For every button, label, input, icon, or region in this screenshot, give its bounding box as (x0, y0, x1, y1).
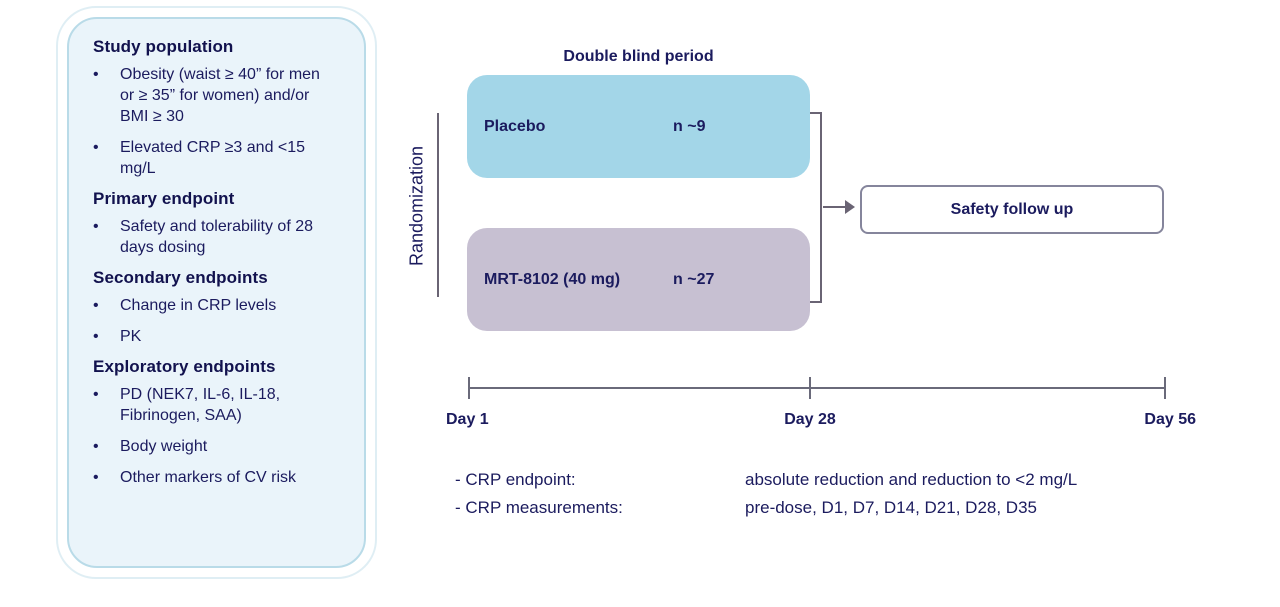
bullet-text: Elevated CRP ≥3 and <15 mg/L (120, 139, 306, 177)
placebo-arm-label: Placebo (484, 117, 546, 135)
safety-follow-up-box: Safety follow up (860, 185, 1164, 234)
double-blind-period-title: Double blind period (563, 48, 714, 65)
crp-endpoint-label: - CRP endpoint: (455, 470, 576, 489)
section-heading-exploratory-endpoints: Exploratory endpoints (93, 357, 276, 376)
timeline-tick-day28 (809, 377, 811, 399)
safety-follow-up-label: Safety follow up (950, 200, 1074, 218)
section-heading-secondary-endpoints: Secondary endpoints (93, 268, 268, 287)
arms-bracket (810, 112, 822, 303)
bullet-text: Obesity (waist ≥ 40” for men or ≥ 35” fo… (120, 66, 320, 125)
timeline-axis (468, 387, 1166, 389)
arrow-right-icon (845, 200, 855, 214)
crp-measurements-label: - CRP measurements: (455, 498, 623, 517)
crp-endpoint-value: absolute reduction and reduction to <2 m… (745, 470, 1078, 489)
bullet-text: Other markers of CV risk (120, 469, 297, 486)
mrt-8102-arm-n: n ~27 (673, 270, 715, 288)
bullet-text: PK (120, 328, 142, 345)
placebo-arm-n: n ~9 (673, 117, 706, 135)
bullet-text: Safety and tolerability of 28 days dosin… (120, 218, 314, 256)
timeline-tick-day1 (468, 377, 470, 399)
bullet-text: Body weight (120, 438, 208, 455)
randomization-label: Randomization (406, 145, 427, 267)
placebo-arm-box: Placebo n ~9 (467, 75, 810, 178)
crp-measurements-value: pre-dose, D1, D7, D14, D21, D28, D35 (745, 498, 1037, 517)
timeline-label-day1: Day 1 (446, 411, 489, 428)
timeline-tick-day56 (1164, 377, 1166, 399)
mrt-8102-arm-box: MRT-8102 (40 mg) n ~27 (467, 228, 810, 331)
list-item: PD (NEK7, IL-6, IL-18, Fibrinogen, SAA) (93, 384, 346, 426)
arrow-line (823, 206, 847, 208)
list-item: Change in CRP levels (93, 295, 346, 316)
randomization-line (437, 113, 439, 297)
list-item: Elevated CRP ≥3 and <15 mg/L (93, 137, 346, 179)
section-heading-study-population: Study population (93, 37, 234, 56)
list-item: Obesity (waist ≥ 40” for men or ≥ 35” fo… (93, 64, 346, 127)
list-item: PK (93, 326, 346, 347)
study-panel: Study population Obesity (waist ≥ 40” fo… (67, 17, 366, 568)
section-heading-primary-endpoint: Primary endpoint (93, 189, 235, 208)
list-item: Other markers of CV risk (93, 467, 346, 488)
list-item: Body weight (93, 436, 346, 457)
mrt-8102-arm-label: MRT-8102 (40 mg) (484, 270, 621, 288)
list-item: Safety and tolerability of 28 days dosin… (93, 216, 346, 258)
bullet-text: Change in CRP levels (120, 297, 277, 314)
timeline-label-day56: Day 56 (1144, 411, 1196, 428)
timeline-label-day28: Day 28 (784, 411, 836, 428)
bullet-text: PD (NEK7, IL-6, IL-18, Fibrinogen, SAA) (120, 386, 281, 424)
